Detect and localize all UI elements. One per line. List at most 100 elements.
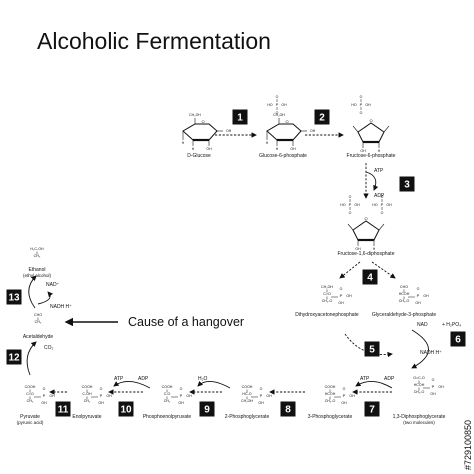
curl-atp-10 [113, 381, 151, 389]
svg-text:OH: OH [423, 294, 429, 298]
svg-text:P: P [349, 202, 352, 207]
step-3-badge: 3 [399, 176, 415, 192]
molecule-pg3-name: 3-Phosphoglycerate [308, 414, 353, 420]
curl-nad-13 [37, 291, 53, 305]
svg-text:O: O [201, 119, 204, 124]
step-6-badge: 6 [450, 331, 466, 347]
svg-text:CH₃: CH₃ [34, 254, 41, 258]
svg-text:O: O [349, 195, 352, 199]
svg-text:CH₂-O: CH₂-O [414, 390, 425, 394]
molecule-bpg-name: 1,3-Diphosphoglycerate [393, 414, 446, 420]
svg-text:CH₂-O: CH₂-O [399, 299, 410, 303]
svg-text:OH: OH [281, 103, 287, 107]
svg-text:OH: OH [310, 129, 316, 133]
svg-text:O: O [381, 195, 384, 199]
molecule-f16bp-name: Fructose-1,6-diphosphate [338, 251, 395, 257]
svg-text:OH: OH [338, 301, 344, 305]
svg-text:CH₂OH: CH₂OH [189, 113, 201, 117]
svg-text:O: O [180, 387, 183, 391]
svg-text:OH: OH [206, 147, 212, 151]
svg-text:C-OH: C-OH [82, 392, 92, 396]
svg-text:HO: HO [340, 203, 346, 207]
step-3-number: 3 [404, 180, 410, 191]
step-5-badge: 5 [364, 341, 380, 357]
side-label-adp-3: ADP [374, 193, 385, 199]
svg-text:COOH: COOH [325, 385, 336, 389]
side-label-h2o: H₂O [198, 376, 208, 382]
svg-text:OH: OH [266, 394, 272, 398]
svg-text:OH: OH [41, 401, 47, 405]
svg-text:OH: OH [438, 385, 444, 389]
arrow-step-6 [411, 329, 429, 369]
svg-text:OH: OH [430, 392, 436, 396]
svg-text:P: P [343, 393, 346, 398]
svg-text:COOH: COOH [82, 385, 93, 389]
svg-text:H: H [182, 141, 185, 145]
svg-text:P: P [360, 102, 363, 107]
arrow-step-5 [344, 333, 393, 358]
svg-text:OH: OH [98, 401, 104, 405]
svg-text:HCOH: HCOH [414, 383, 425, 387]
side-label-adp-10: ADP [138, 376, 149, 382]
svg-text:O: O [343, 387, 346, 391]
molecule-pep-name: Phosphoenolpyruvate [143, 414, 192, 420]
svg-text:O: O [432, 378, 435, 382]
step-4-badge: 4 [362, 269, 378, 285]
svg-text:O: O [369, 118, 372, 123]
svg-text:O: O [417, 287, 420, 291]
svg-text:COOH: COOH [242, 385, 253, 389]
svg-text:P: P [417, 293, 420, 298]
svg-text:O: O [100, 387, 103, 391]
step-9-badge: 9 [199, 401, 215, 417]
molecule-pyr-name: Pyruvate [20, 414, 40, 420]
svg-text:C=O: C=O [323, 292, 331, 296]
molecule-g3p-name: Glyceraldehyde-3-phosphate [372, 312, 436, 318]
svg-text:OH: OH [365, 103, 371, 107]
svg-text:O: O [285, 119, 288, 124]
step-13-badge: 13 [6, 289, 22, 305]
svg-text:C=O: C=O [26, 392, 34, 396]
curl-atp-3 [365, 171, 379, 191]
step-8-number: 8 [285, 405, 291, 416]
svg-text:OH: OH [415, 301, 421, 305]
side-label-atp-3: ATP [374, 168, 384, 174]
molecule-eth-sub: (ethyl alcohol) [23, 273, 52, 278]
svg-text:OH: OH [290, 147, 296, 151]
arrow-step-4b [371, 261, 396, 279]
svg-text:O: O [360, 95, 363, 99]
svg-text:O: O [340, 287, 343, 291]
svg-text:CHO: CHO [34, 313, 42, 317]
step-2-badge: 2 [314, 109, 330, 125]
svg-text:P: P [340, 293, 343, 298]
side-label-nad-6: NAD [417, 322, 428, 328]
step-1-number: 1 [237, 113, 243, 124]
svg-text:CH₂OH: CH₂OH [273, 113, 285, 117]
svg-text:O: O [364, 216, 367, 221]
svg-text:O: O [260, 387, 263, 391]
step-2-number: 2 [319, 113, 325, 124]
svg-text:HCOH: HCOH [325, 392, 336, 396]
step-10-badge: 10 [118, 401, 134, 417]
molecule-glucose-name: D-Glucose [187, 153, 211, 159]
step-13-number: 13 [8, 293, 20, 304]
side-label-nad-13: NAD⁺ [46, 282, 60, 288]
svg-text:P: P [276, 102, 279, 107]
svg-text:O: O [276, 95, 279, 99]
step-8-badge: 8 [280, 401, 296, 417]
svg-text:HCOH: HCOH [399, 292, 410, 296]
side-label-nadh-13: NADH H⁺ [50, 304, 72, 310]
svg-text:CH₂OH: CH₂OH [321, 285, 333, 289]
svg-text:HO: HO [372, 203, 378, 207]
arrow-step-12 [26, 341, 37, 376]
